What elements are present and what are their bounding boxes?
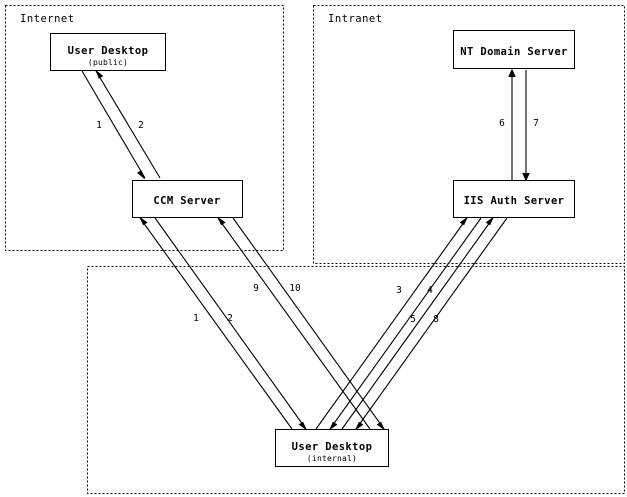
zone-label-internet: Internet [20, 13, 75, 25]
arrowhead-into-iis-step5 [485, 216, 494, 226]
step-label-2-internal: 2 [227, 313, 233, 324]
connector-internal-desktop-to-iis-step5 [341, 216, 494, 430]
node-label-user-desktop-internal: User Desktop [292, 441, 373, 453]
node-user-desktop-public[interactable]: User Desktop (public) [49, 32, 167, 72]
step-label-2-public: 2 [138, 120, 144, 131]
zone-label-intranet: Intranet [328, 13, 383, 25]
connector-internal-desktop-to-ccm [139, 216, 293, 430]
step-label-6: 6 [499, 118, 505, 129]
node-label-nt-domain-server: NT Domain Server [460, 46, 568, 58]
step-label-8: 8 [433, 314, 439, 325]
step-label-4: 4 [427, 285, 433, 296]
arrowhead-into-internal-desktop-from-ccm [298, 421, 307, 431]
arrowhead-into-ccm-from-public [137, 170, 145, 180]
arrowhead-into-iis-auth [522, 173, 530, 182]
node-label-iis-auth-server: IIS Auth Server [464, 195, 565, 207]
step-label-7: 7 [533, 118, 539, 129]
node-user-desktop-internal[interactable]: User Desktop (internal) [274, 428, 390, 468]
zone-bottom-boundary [87, 266, 625, 494]
node-label-ccm-server: CCM Server [153, 195, 220, 207]
connector-internal-desktop-to-iis-step3 [315, 216, 468, 430]
node-iis-auth-server[interactable]: IIS Auth Server [452, 179, 576, 219]
connector-iis-to-internal-desktop-step8 [355, 217, 508, 431]
arrowhead-into-internal-desktop-step8 [355, 421, 364, 431]
connector-internal-desktop-to-ccm-step9 [217, 216, 371, 430]
arrowhead-into-ccm-step9 [217, 216, 226, 226]
arrowhead-into-public-desktop [95, 69, 104, 79]
arrowhead-into-iis-step3 [459, 216, 468, 226]
arrowhead-into-nt-domain [508, 68, 516, 77]
step-label-1-internal: 1 [193, 313, 199, 324]
step-label-10: 10 [289, 283, 301, 294]
step-label-1-public: 1 [96, 120, 102, 131]
step-label-9: 9 [253, 283, 259, 294]
step-label-3: 3 [396, 285, 402, 296]
connector-ccm-to-internal-desktop-step10 [232, 217, 385, 431]
zone-internet-boundary [5, 5, 284, 251]
zone-intranet-boundary [313, 5, 625, 264]
connector-iis-to-nt-domain [508, 68, 516, 180]
node-nt-domain-server[interactable]: NT Domain Server [452, 29, 576, 70]
arrowhead-into-internal-desktop-step4 [329, 421, 338, 431]
node-sublabel-user-desktop-public: (public) [88, 58, 128, 67]
node-ccm-server[interactable]: CCM Server [131, 179, 244, 219]
connector-public-desktop-to-ccm [81, 70, 146, 180]
connector-ccm-to-internal-desktop [154, 217, 307, 431]
connector-iis-to-internal-desktop-step4 [329, 217, 482, 431]
arrowhead-into-internal-desktop-step10 [376, 421, 385, 431]
node-label-user-desktop-public: User Desktop [68, 45, 149, 57]
connector-nt-domain-to-iis [522, 70, 530, 182]
step-label-5: 5 [410, 314, 416, 325]
arrowhead-into-ccm-from-internal [139, 216, 148, 226]
connector-ccm-to-public-desktop [95, 69, 161, 179]
node-sublabel-user-desktop-internal: (internal) [307, 454, 357, 463]
